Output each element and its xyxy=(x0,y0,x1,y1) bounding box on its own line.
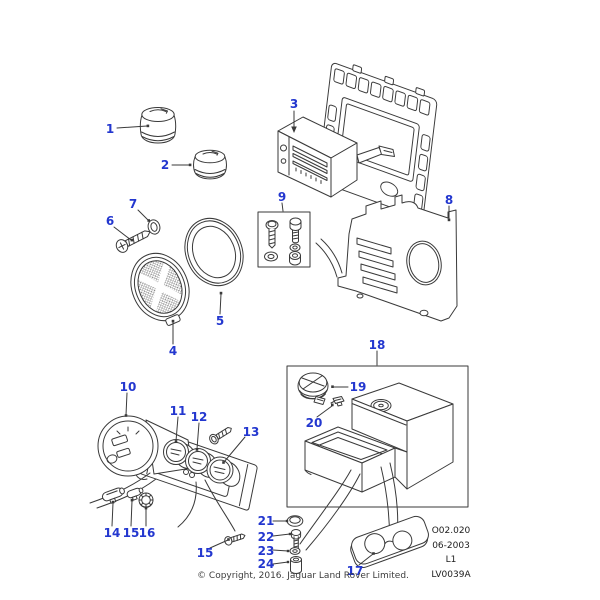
callout-8[interactable]: 8 xyxy=(444,193,454,207)
part-knob-2 xyxy=(193,149,227,180)
leader-end-markers xyxy=(111,124,451,564)
callout-3[interactable]: 3 xyxy=(289,97,299,111)
callout-6[interactable]: 6 xyxy=(105,214,115,228)
callout-12[interactable]: 12 xyxy=(190,410,208,424)
callout-13[interactable]: 13 xyxy=(242,425,260,439)
part-screw-15b xyxy=(224,533,246,546)
callout-2[interactable]: 2 xyxy=(160,158,170,172)
callout-17[interactable]: 17 xyxy=(346,564,364,578)
part-gauges xyxy=(97,415,241,487)
catalog-code: O02.020 xyxy=(431,526,471,536)
callout-14[interactable]: 14 xyxy=(103,526,121,540)
part-24 xyxy=(290,556,302,574)
part-22 xyxy=(290,529,302,553)
part-radio xyxy=(277,116,395,198)
part-20 xyxy=(330,396,345,407)
callout-24[interactable]: 24 xyxy=(257,557,275,571)
callout-22[interactable]: 22 xyxy=(257,530,275,544)
part-16 xyxy=(138,492,154,508)
part-plate-17 xyxy=(350,515,429,568)
copyright-line: © Copyright, 2016. Jaguar Land Rover Lim… xyxy=(197,571,409,581)
part-washer-7 xyxy=(147,219,161,235)
callout-5[interactable]: 5 xyxy=(215,314,225,328)
date-code: 06-2003 xyxy=(432,540,470,551)
part-knob-1 xyxy=(139,107,177,144)
callout-15b[interactable]: 15 xyxy=(196,546,214,560)
callout-9[interactable]: 9 xyxy=(277,190,287,204)
part-console xyxy=(304,382,454,493)
callout-1[interactable]: 1 xyxy=(105,122,115,136)
drawing-code: LV0039A xyxy=(431,569,471,580)
callout-4[interactable]: 4 xyxy=(168,344,178,358)
part-screw-6 xyxy=(115,230,151,253)
part-speaker-ring xyxy=(184,217,244,287)
callout-20[interactable]: 20 xyxy=(305,416,323,430)
part-23 xyxy=(289,547,301,555)
catalog-info-block: O02.020 06-2003 L1 LV0039A xyxy=(409,524,493,582)
callout-21[interactable]: 21 xyxy=(257,514,275,528)
part-21 xyxy=(286,515,304,527)
part-fixing-kit xyxy=(257,211,311,268)
leader-lines xyxy=(111,110,450,566)
callout-15[interactable]: 15 xyxy=(122,526,140,540)
callout-10[interactable]: 10 xyxy=(119,380,137,394)
part-speaker-bracket xyxy=(337,194,458,322)
part-15 xyxy=(126,487,144,501)
part-speaker xyxy=(130,252,190,326)
group-box-18 xyxy=(286,365,469,508)
callout-19[interactable]: 19 xyxy=(349,380,367,394)
callout-23[interactable]: 23 xyxy=(257,544,275,558)
callout-11[interactable]: 11 xyxy=(169,404,187,418)
part-cap-19 xyxy=(297,372,329,405)
callout-7[interactable]: 7 xyxy=(128,197,138,211)
leader-curve-kit xyxy=(315,242,338,278)
callout-18[interactable]: 18 xyxy=(368,338,386,352)
sheet-code: L1 xyxy=(445,555,457,565)
callout-16[interactable]: 16 xyxy=(138,526,156,540)
leader-curve-kit-2 xyxy=(320,238,343,274)
